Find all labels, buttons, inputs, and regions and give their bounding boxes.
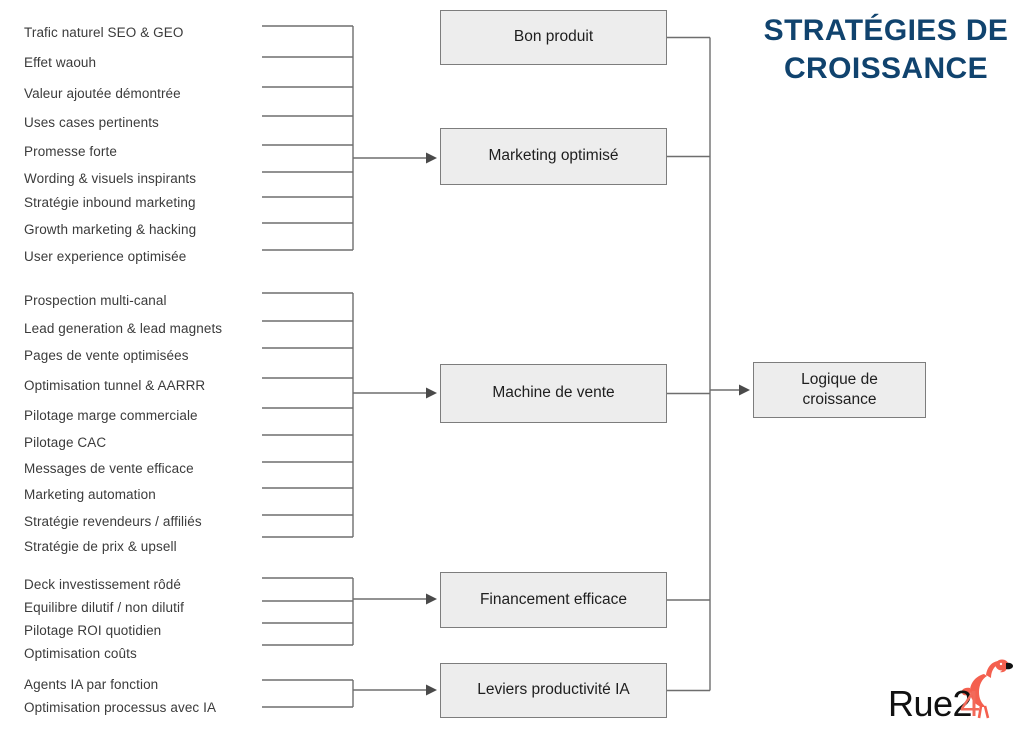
item-label: Optimisation coûts <box>24 646 137 661</box>
item-label: Stratégie de prix & upsell <box>24 539 177 554</box>
item-label: Pilotage marge commerciale <box>24 408 198 423</box>
item-label: Equilibre dilutif / non dilutif <box>24 600 184 615</box>
item-label: Optimisation processus avec IA <box>24 700 217 715</box>
brand-logo[interactable]: Rue2 4 <box>888 656 1018 726</box>
outcome-line-1: Logique de <box>801 370 878 388</box>
item-label: Promesse forte <box>24 144 117 159</box>
page-title-line-1: STRATÉGIES DE <box>763 14 1009 47</box>
box-logique-de-croissance[interactable]: Logique de croissance <box>753 362 926 418</box>
page-title: STRATÉGIES DE CROISSANCE <box>748 12 1024 88</box>
logo-accent-char: 4 <box>960 683 981 724</box>
item-label: Pages de vente optimisées <box>24 348 189 363</box>
box-leviers-productivite-ia[interactable]: Leviers productivité IA <box>440 663 667 718</box>
box-label: Marketing optimisé <box>488 147 619 165</box>
item-label: Wording & visuels inspirants <box>24 171 197 186</box>
item-label: Lead generation & lead magnets <box>24 321 223 336</box>
item-label: Prospection multi-canal <box>24 293 167 308</box>
box-financement-efficace[interactable]: Financement efficace <box>440 572 667 628</box>
page-title-line-2: CROISSANCE <box>783 52 989 86</box>
flamingo-icon <box>961 659 1013 719</box>
box-label: Machine de vente <box>492 384 615 402</box>
item-label: Pilotage CAC <box>24 435 107 450</box>
item-label: Growth marketing & hacking <box>24 222 197 237</box>
item-label: Messages de vente efficace <box>24 461 194 476</box>
item-label: Agents IA par fonction <box>24 677 159 692</box>
item-label: Marketing automation <box>24 487 156 502</box>
item-label: Uses cases pertinents <box>24 115 159 130</box>
item-label: Stratégie revendeurs / affiliés <box>24 514 202 529</box>
item-label: Stratégie inbound marketing <box>24 195 196 210</box>
box-bon-produit[interactable]: Bon produit <box>440 10 667 65</box>
item-label: Optimisation tunnel & AARRR <box>24 378 206 393</box>
item-label: User experience optimisée <box>24 249 187 264</box>
item-label: Effet waouh <box>24 55 97 70</box>
box-label: Bon produit <box>513 28 594 46</box>
box-label: Leviers productivité IA <box>477 681 630 699</box>
item-label: Valeur ajoutée démontrée <box>24 86 181 101</box>
box-marketing-optimise[interactable]: Marketing optimisé <box>440 128 667 185</box>
item-label: Pilotage ROI quotidien <box>24 623 162 638</box>
outcome-line-2: croissance <box>802 391 877 408</box>
logo-wordmark: Rue2 <box>888 683 973 724</box>
item-label: Trafic naturel SEO & GEO <box>24 25 184 40</box>
box-label: Financement efficace <box>479 590 628 608</box>
item-label: Deck investissement rôdé <box>24 577 181 592</box>
box-machine-de-vente[interactable]: Machine de vente <box>440 364 667 423</box>
